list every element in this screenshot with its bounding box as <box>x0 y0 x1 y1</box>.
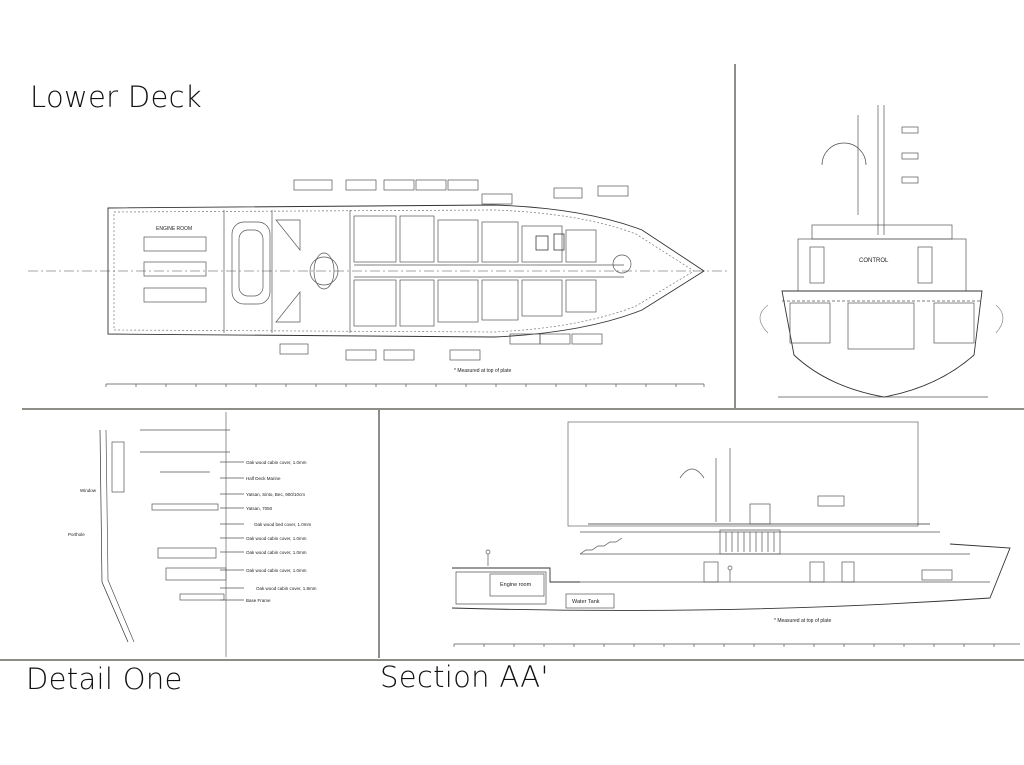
detail-callout: Oak wood cabin cover, 1.8mm <box>256 586 317 591</box>
engine-room-label: ENGINE ROOM <box>156 226 192 232</box>
section-aa-note: * Measured at top of plate <box>774 618 831 624</box>
detail-one-drawing: Window Porthole Oak wood cabin cover, 1.… <box>40 412 374 657</box>
detail-callout: Yatsan, Sinto, Bec, 900/10cm <box>246 492 305 497</box>
detail-callout: Oak wood cabin cover, 1.0mm <box>246 550 307 555</box>
detail-label-window: Window <box>80 488 97 493</box>
control-label: CONTROL <box>859 258 889 264</box>
section-aa-title: Section AA' <box>380 660 549 694</box>
divider-vertical-top <box>734 64 736 410</box>
section-aa-drawing: Engine room Water Tank * Measured at top… <box>430 418 1022 656</box>
divider-vertical-bottom <box>378 410 380 658</box>
divider-horizontal-middle <box>22 408 1024 410</box>
detail-callout: Oak wood cabin cover, 1.0mm <box>246 536 307 541</box>
water-tank-label: Water Tank <box>572 599 600 605</box>
detail-callout: Oak wood cabin cover, 1.0mm <box>246 568 307 573</box>
cross-section-view: CONTROL <box>738 105 1024 405</box>
lower-deck-plan: ENGINE ROOM <box>24 150 732 405</box>
engine-room-label-section: Engine room <box>500 582 532 588</box>
detail-callout: Oak wood cabin cover, 1.0mm <box>246 460 307 465</box>
detail-callout: Half Deck Marine <box>246 476 281 481</box>
detail-one-title: Detail One <box>26 662 183 696</box>
detail-label-porthole: Porthole <box>68 532 85 537</box>
detail-callout: Base Frame <box>246 598 271 603</box>
detail-callout: Oak wood bed cover, 1.0mm <box>254 522 312 527</box>
divider-horizontal-bottom <box>0 659 1024 661</box>
detail-callout: Yatsan, 7050 <box>246 506 273 511</box>
lower-deck-note: * Measured at top of plate <box>454 368 511 374</box>
lower-deck-title: Lower Deck <box>30 80 203 114</box>
